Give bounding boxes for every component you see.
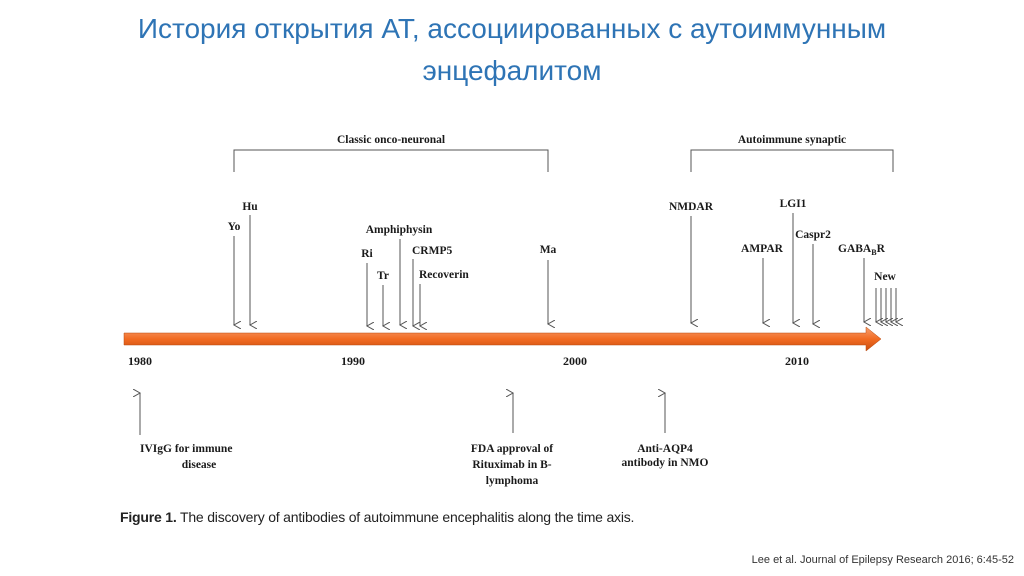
antibody-label-crmp5: CRMP5 [412,245,452,257]
antibody-label-yo: Yo [228,221,241,233]
event-rituximab-line-3: lymphoma [486,475,539,487]
antibody-label-new: New [874,271,896,283]
antibody-label-gabab-r: GABABR [838,243,886,257]
slide-title: История открытия АТ, ассоциированных с а… [0,8,1024,92]
figure-caption-text: The discovery of antibodies of autoimmun… [179,509,635,525]
event-ivig-line-1: IVIgG for immune [140,443,232,455]
antibody-label-nmdar: NMDAR [669,201,714,213]
year-2010: 2010 [785,354,809,368]
antibody-label-recoverin: Recoverin [419,269,469,281]
bracket-label-classic: Classic onco-neuronal [337,134,445,146]
source-citation: Lee et al. Journal of Epilepsy Research … [751,554,1014,566]
figure-caption-label: Figure 1. [120,509,177,525]
event-rituximab-line-2: Rituximab in B- [472,459,551,471]
slide-title-line-2: энцефалитом [422,55,602,86]
antibody-label-tr: Tr [377,270,389,282]
event-ivig-line-2: disease [182,459,217,471]
event-aqp4-line-1: Anti-AQP4 [637,443,693,455]
event-rituximab-line-1: FDA approval of [471,443,553,455]
time-axis-arrow [123,326,882,352]
gaba-text: GABA [838,243,872,255]
slide-title-line-1: История открытия АТ, ассоциированных с а… [137,13,887,44]
antibody-label-ampar: AMPAR [741,243,784,255]
antibody-label-lgi1: LGI1 [780,198,807,210]
bracket-label-autoimmune: Autoimmune synaptic [738,134,846,146]
antibody-label-caspr2: Caspr2 [795,229,831,241]
antibody-label-hu: Hu [242,201,258,213]
bracket-classic-onco-neuronal [233,149,549,172]
antibody-label-ma: Ma [540,244,557,256]
event-aqp4-line-2: antibody in NMO [622,457,709,469]
year-1990: 1990 [341,354,365,368]
antibody-label-amphiphysin: Amphiphysin [366,224,433,236]
year-1980: 1980 [128,354,152,368]
gaba-subscript-b: B [871,248,877,257]
year-2000: 2000 [563,354,587,368]
gaba-r-text: R [877,243,886,255]
figure-caption: Figure 1. The discovery of antibodies of… [120,509,634,525]
bracket-autoimmune-synaptic [690,149,894,172]
antibody-label-ri: Ri [361,248,373,260]
